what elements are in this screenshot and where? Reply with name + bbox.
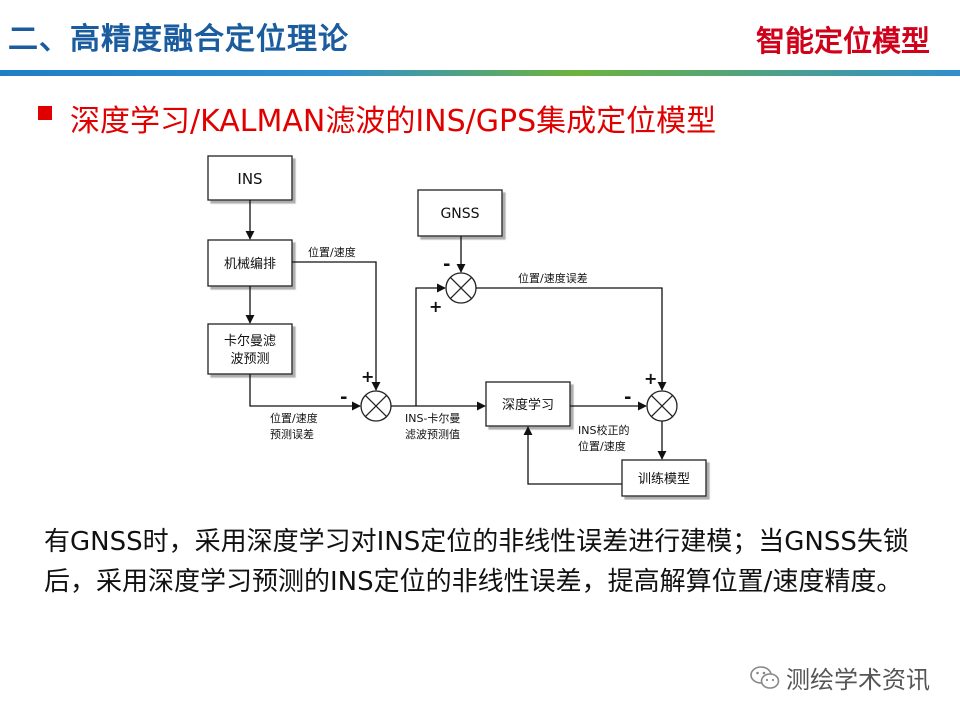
ins-box-label: INS <box>237 170 262 188</box>
ins-corrected-label-line1: INS校正的 <box>578 423 629 437</box>
ins-gps-flow-diagram: INS 机械编排 卡尔曼滤 波预测 GNSS 深度学习 训练模型 <box>207 155 707 497</box>
kalman-box-label-line1: 卡尔曼滤 <box>224 334 276 349</box>
watermark: 测绘学术资讯 <box>750 660 930 695</box>
ins-corrected-label-line2: 位置/速度 <box>578 439 626 453</box>
junction3-minus-sign: - <box>624 387 631 408</box>
pred-error-label-line2: 预测误差 <box>270 427 314 441</box>
slide-subtitle: 深度学习/KALMAN滤波的INS/GPS集成定位模型 <box>70 104 717 139</box>
mechanization-box: 机械编排 <box>207 239 293 287</box>
slide-header: 二、高精度融合定位理论 智能定位模型 <box>0 0 960 80</box>
pred-error-label-line1: 位置/速度 <box>270 411 318 425</box>
gnss-box-label: GNSS <box>440 206 479 222</box>
bullet-square-icon <box>38 106 52 120</box>
connection-lines <box>245 200 667 485</box>
mechanization-box-label: 机械编排 <box>224 257 276 272</box>
junction3-plus-sign: + <box>644 369 657 388</box>
summing-junction-1 <box>360 390 392 422</box>
junction1-minus-sign: - <box>340 387 347 408</box>
pos-vel-error-label: 位置/速度误差 <box>518 271 588 285</box>
summing-junction-2 <box>445 272 477 304</box>
train-model-box: 训练模型 <box>621 459 707 497</box>
deep-learning-box: 深度学习 <box>485 381 571 427</box>
slide-description: 有GNSS时，采用深度学习对INS定位的非线性误差进行建模；当GNSS失锁后，采… <box>44 527 909 597</box>
gnss-box: GNSS <box>417 189 503 237</box>
ins-box: INS <box>207 155 293 201</box>
train-model-box-label: 训练模型 <box>638 472 690 487</box>
kalman-box-label-line2: 波预测 <box>230 352 269 367</box>
ins-kalman-label-line1: INS-卡尔曼 <box>405 412 460 425</box>
ins-kalman-label-line2: 滤波预测值 <box>405 428 460 441</box>
watermark-text: 测绘学术资讯 <box>786 666 930 694</box>
kalman-prediction-box: 卡尔曼滤 波预测 <box>207 323 293 375</box>
junction2-minus-sign: - <box>443 254 450 275</box>
section-title: 二、高精度融合定位理论 <box>8 22 349 57</box>
wechat-icon <box>750 665 780 689</box>
deep-learning-box-label: 深度学习 <box>502 397 554 413</box>
junction1-plus-sign: + <box>361 367 374 386</box>
pos-vel-label: 位置/速度 <box>308 245 356 259</box>
junction2-plus-sign: + <box>429 297 442 316</box>
header-divider-bar <box>0 70 960 76</box>
topic-label: 智能定位模型 <box>755 24 930 58</box>
summing-junction-3 <box>646 390 678 422</box>
